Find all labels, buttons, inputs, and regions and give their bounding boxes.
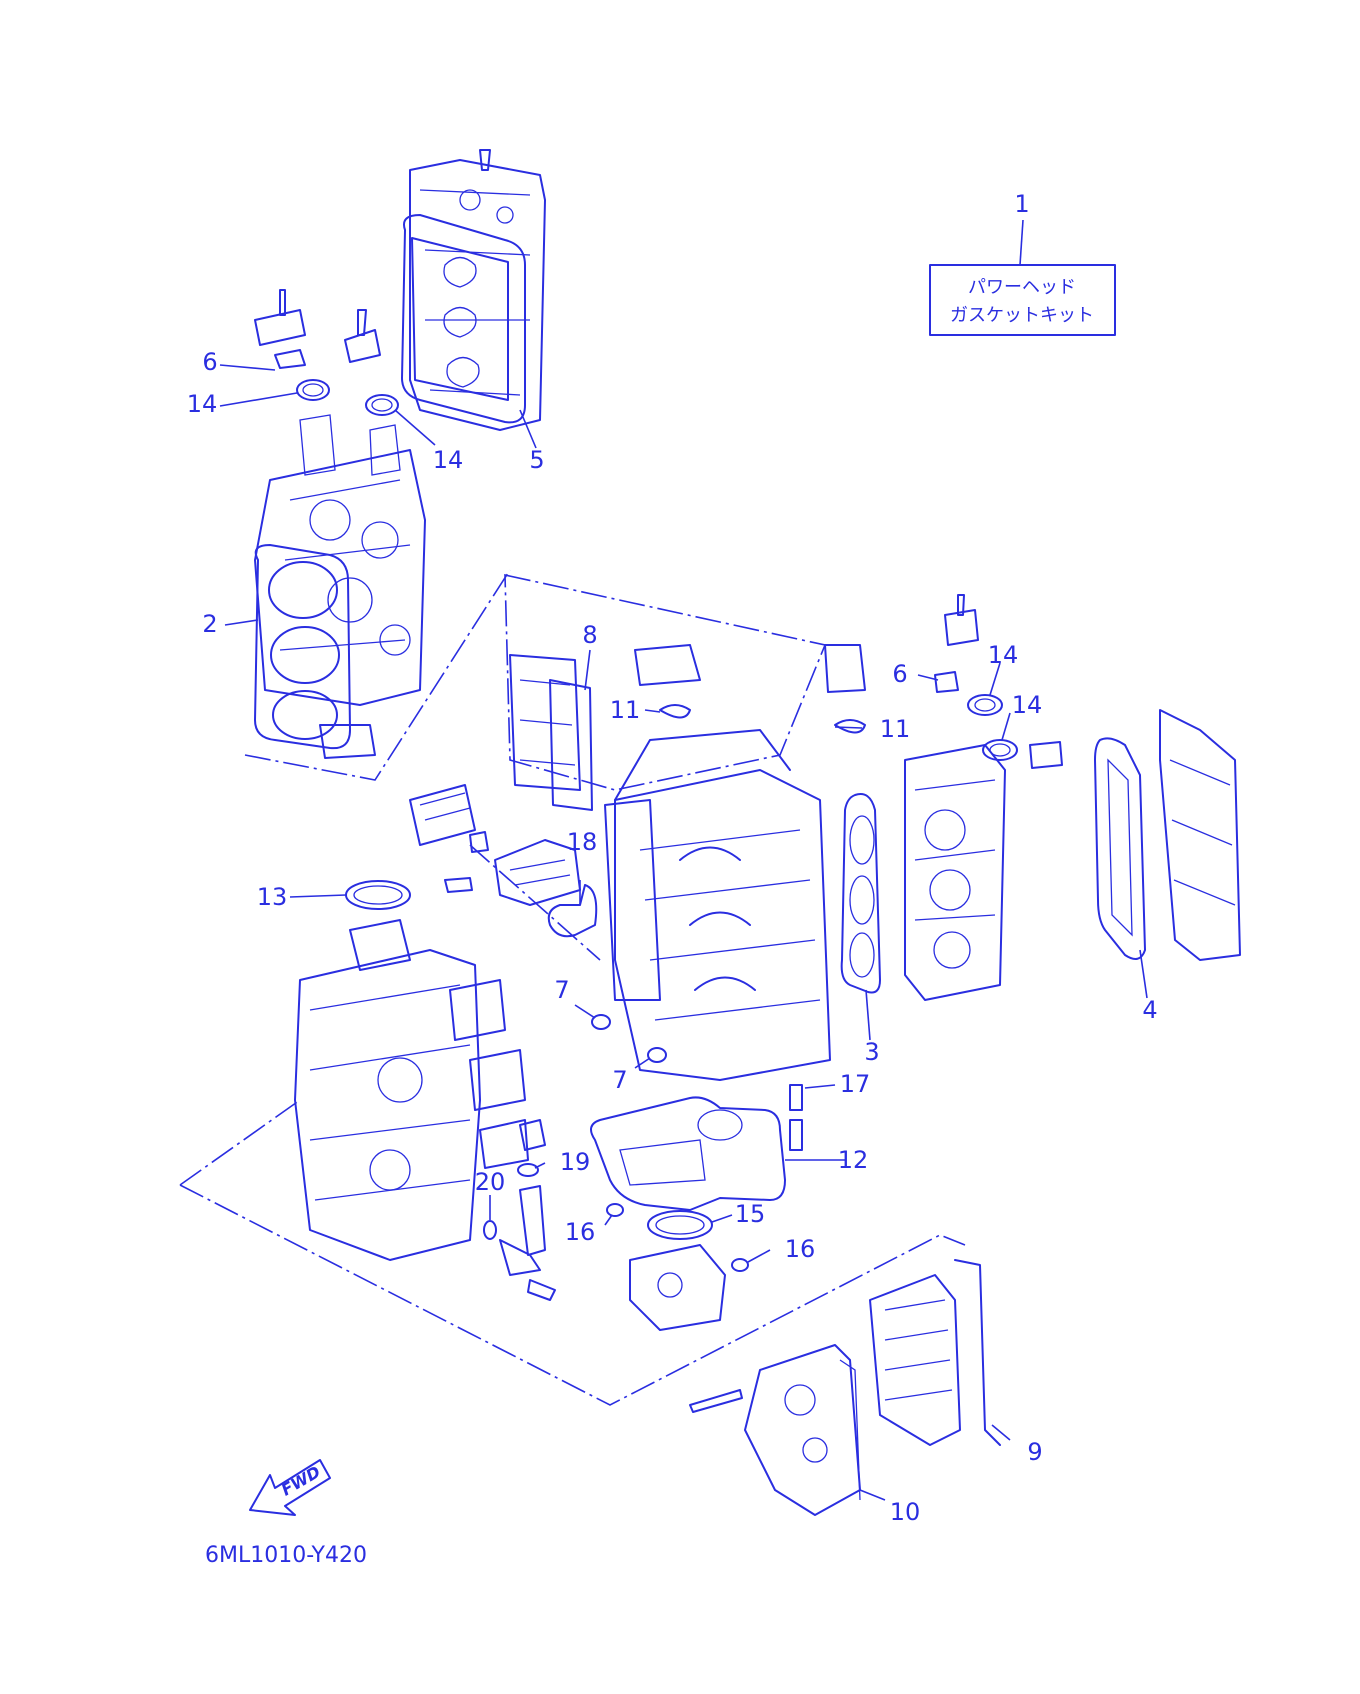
callout-20: 20	[475, 1168, 506, 1196]
kit-label-line2: ガスケットキット	[950, 305, 1094, 326]
diagram-code: 6ML1010-Y420	[205, 1543, 367, 1568]
callout-14: 14	[433, 446, 464, 474]
lower-gasket-12	[590, 1096, 786, 1211]
callout-8: 8	[582, 621, 597, 649]
reference-line-lower	[179, 1099, 966, 1406]
callout-1: 1	[1014, 190, 1029, 218]
cylinder-head-gasket-3	[840, 793, 881, 994]
callout-16: 16	[565, 1218, 596, 1246]
thermostat-housing-starboard	[934, 594, 1063, 769]
exhaust-cover-10	[869, 1259, 1001, 1446]
cylinder-head-port	[401, 149, 546, 431]
callouts: 1 6 14 14 5 2 8 11 11 6 14 14 18 13 7 7 …	[187, 190, 1158, 1526]
crankshaft-block-lower	[294, 919, 529, 1261]
callout-16: 16	[785, 1235, 816, 1263]
cylinder-head-gasket-2	[254, 544, 376, 759]
oil-pump-housing	[444, 839, 581, 906]
callout-6: 6	[202, 348, 217, 376]
head-cover-starboard	[1159, 709, 1241, 961]
callout-10: 9	[1027, 1438, 1042, 1466]
callout-19: 19	[560, 1148, 591, 1176]
callout-7: 7	[612, 1066, 627, 1094]
o-rings-7	[591, 1014, 667, 1063]
water-pump-15-16	[606, 1203, 749, 1331]
callout-17: 17	[840, 1070, 871, 1098]
leader-lines	[219, 364, 1148, 1501]
callout-4: 5	[529, 446, 544, 474]
seal-18	[547, 884, 598, 938]
thermostat-housing-port	[254, 289, 381, 369]
seal-rings-14-top	[296, 379, 399, 416]
reference-line-port	[244, 569, 511, 781]
exhaust-cover-9	[689, 1344, 861, 1516]
callout-5: 4	[1142, 996, 1157, 1024]
head-cover-gasket-5	[1094, 737, 1146, 960]
callout-7: 7	[554, 976, 569, 1004]
seal-13	[345, 880, 411, 910]
cylinder-head-starboard	[904, 744, 1006, 1001]
reference-line-oil	[469, 844, 601, 961]
callout-11: 11	[610, 696, 641, 724]
callout-18: 18	[567, 828, 598, 856]
callout-14: 14	[187, 390, 218, 418]
gasket-kit-label-box: パワーヘッド ガスケットキット	[929, 264, 1116, 336]
callout-15: 15	[735, 1200, 766, 1228]
callout-11: 11	[880, 715, 911, 743]
callout-3: 3	[864, 1038, 879, 1066]
callout-2: 2	[202, 610, 217, 638]
dowel-17	[789, 1084, 803, 1151]
callout-12: 12	[838, 1146, 869, 1174]
callout-13: 13	[257, 883, 288, 911]
crankcase-center	[604, 729, 831, 1081]
oil-filter	[409, 784, 489, 853]
fwd-label: FWD	[278, 1462, 324, 1499]
callout-14: 14	[988, 641, 1019, 669]
callout-9: 10	[890, 1498, 921, 1526]
thermostat-housing-center	[634, 644, 866, 734]
oil-strainer-19-20	[483, 1119, 556, 1301]
reference-box-center	[504, 574, 827, 791]
callout-14: 14	[1012, 691, 1043, 719]
fwd-arrow-icon: FWD	[249, 1459, 331, 1516]
callout-6: 6	[892, 660, 907, 688]
kit-label-line1: パワーヘッド	[968, 277, 1076, 298]
exhaust-cover-8	[509, 654, 593, 811]
